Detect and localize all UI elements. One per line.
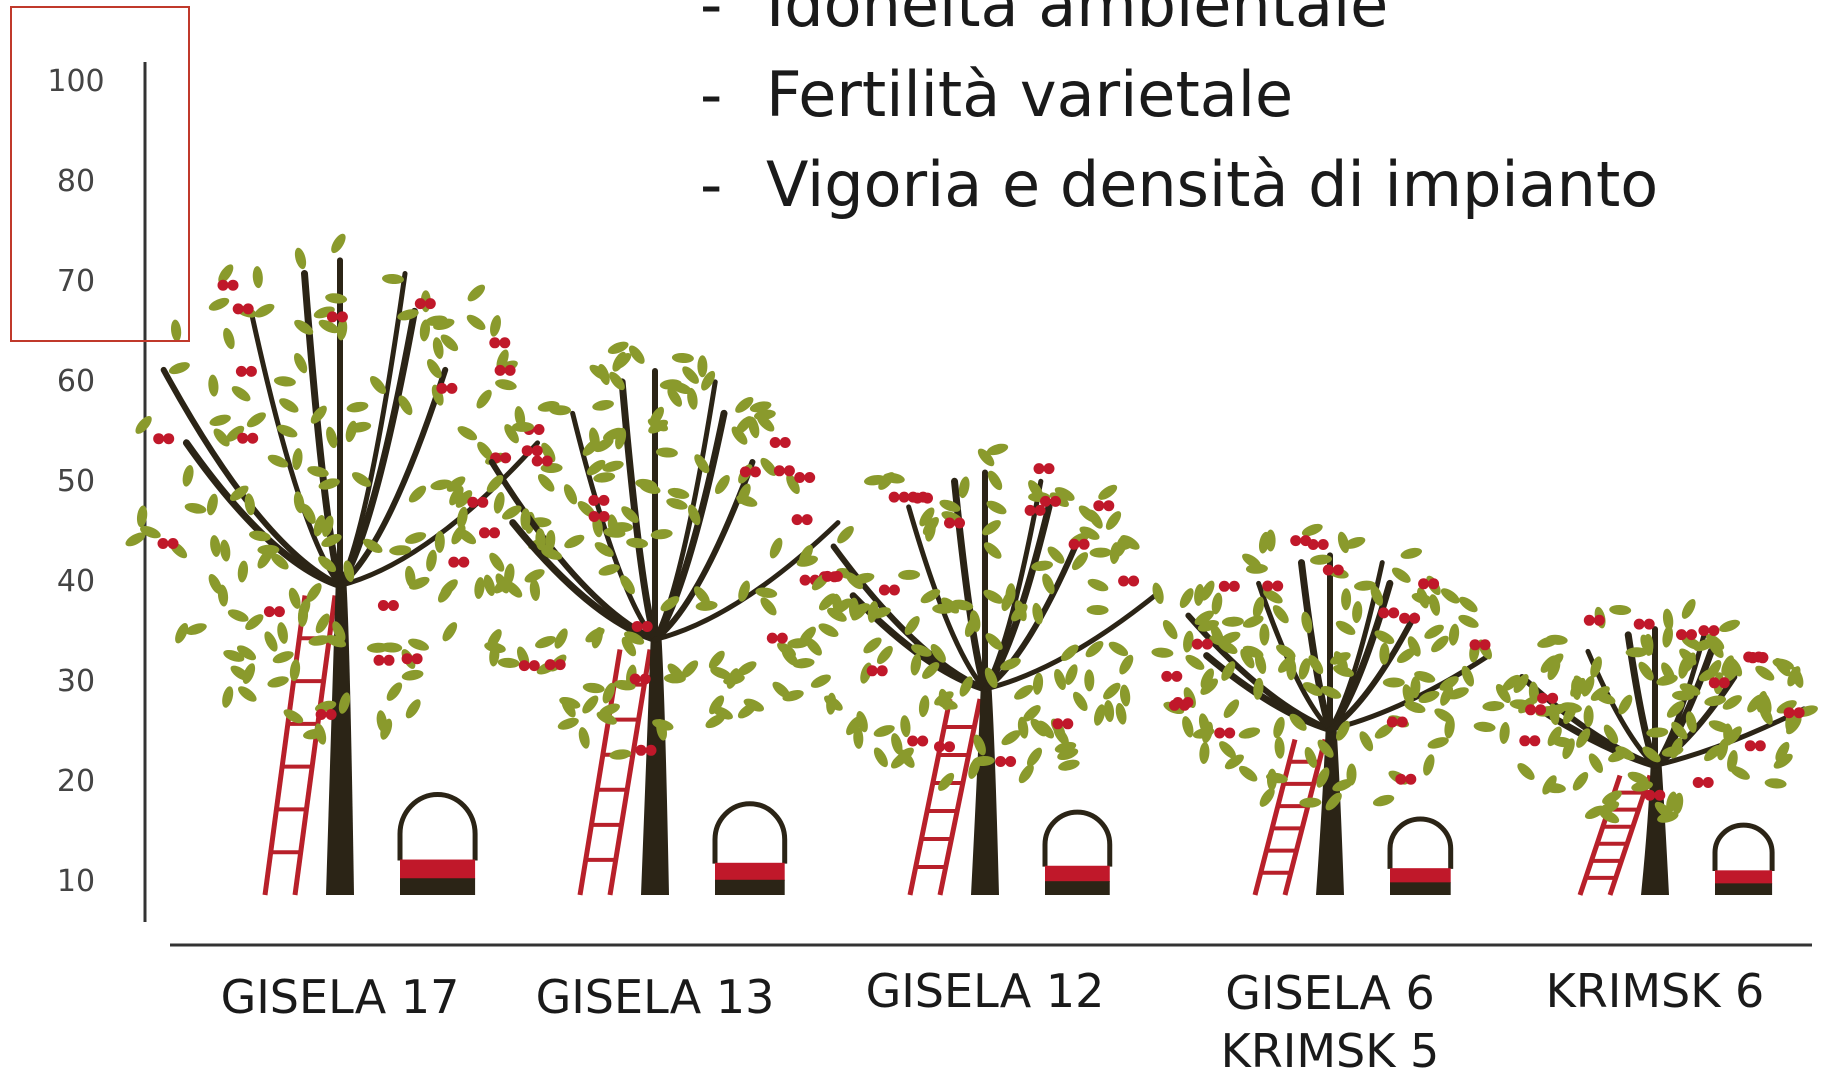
cherry-basket: [1390, 819, 1451, 895]
y-tick-label: 10: [40, 864, 112, 899]
y-tick-label: 50: [40, 464, 112, 499]
y-tick-label: 60: [40, 364, 112, 399]
x-category-label: GISELA 13: [490, 968, 820, 1026]
tree-mark: [797, 442, 1174, 895]
x-category-label: GISELA 6KRIMSK 5: [1165, 964, 1495, 1080]
cherry-basket: [1045, 812, 1110, 895]
y-tick-label: 40: [40, 564, 112, 599]
x-category-label: GISELA 17: [175, 968, 505, 1026]
tree-mark: [1493, 597, 1819, 895]
tree-mark: [467, 339, 859, 895]
x-category-label: GISELA 12: [820, 962, 1150, 1020]
x-category-label: KRIMSK 6: [1490, 962, 1820, 1020]
tree-mark: [1160, 521, 1505, 895]
tree-leaves: [473, 339, 859, 761]
y-tick-label: 20: [40, 764, 112, 799]
ladder: [910, 699, 980, 895]
cherry-basket: [400, 795, 475, 895]
y-tick-label: 30: [40, 664, 112, 699]
highlight-box: [10, 6, 190, 342]
cherry-basket: [715, 804, 785, 895]
cherry-basket: [1715, 825, 1772, 895]
